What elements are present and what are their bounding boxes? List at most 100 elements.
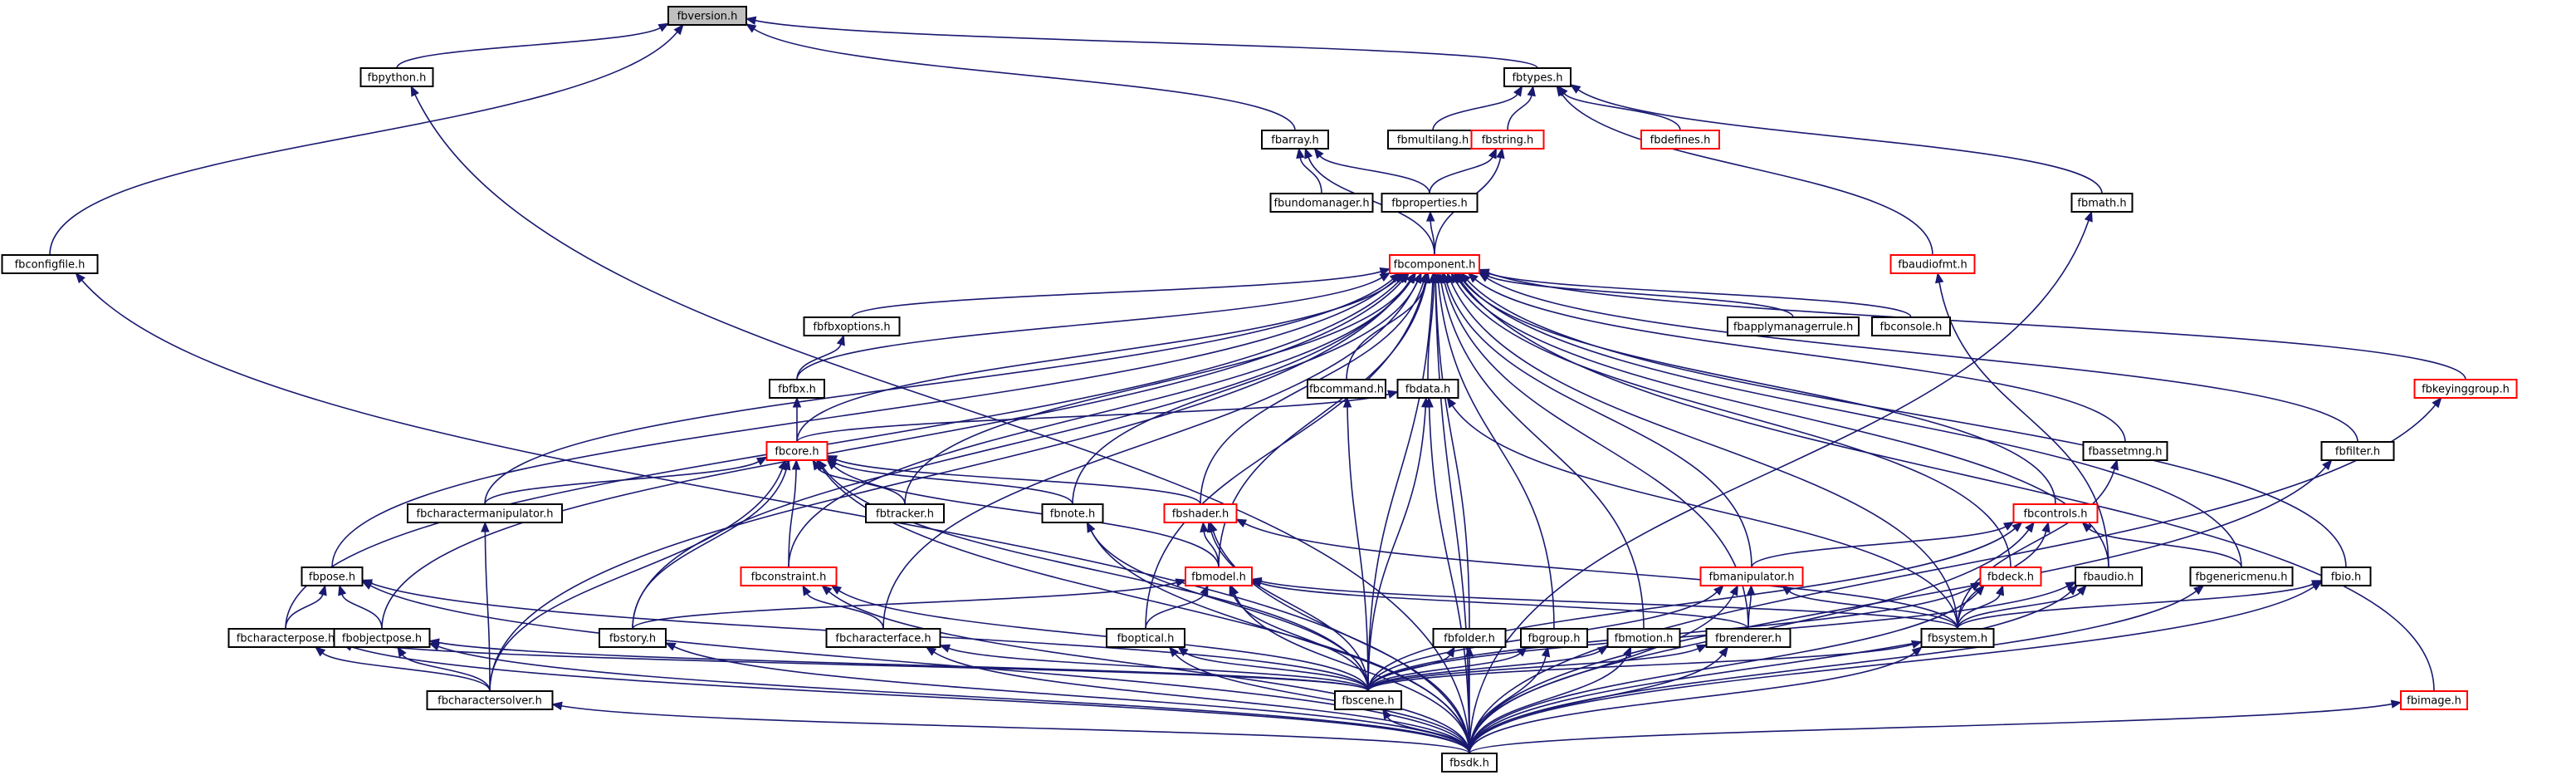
node-box <box>1389 254 1480 274</box>
edge-line <box>1244 522 1958 630</box>
node-fbmotion[interactable]: fbmotion.h <box>1606 628 1681 648</box>
node-fbfbxoptions[interactable]: fbfbxoptions.h <box>803 316 901 336</box>
node-fbmath[interactable]: fbmath.h <box>2070 193 2134 213</box>
edge-line <box>484 460 760 505</box>
node-fbgroup[interactable]: fbgroup.h <box>1520 628 1588 648</box>
node-fbimage[interactable]: fbimage.h <box>2400 690 2468 710</box>
node-label: fbgroup.h <box>1528 633 1581 645</box>
node-fbscene[interactable]: fbscene.h <box>1334 690 1402 710</box>
node-box <box>1705 628 1791 648</box>
node-fbsystem[interactable]: fbsystem.h <box>1920 628 1995 648</box>
node-fbconstraint[interactable]: fbconstraint.h <box>740 567 838 586</box>
node-label: fbobjectpose.h <box>342 633 422 645</box>
edge-fbsdk-to-fbpose <box>361 581 1470 754</box>
node-fbdefines[interactable]: fbdefines.h <box>1640 130 1720 150</box>
node-label: fbdefines.h <box>1650 135 1711 147</box>
node-fbcharactermanipulator[interactable]: fbcharactermanipulator.h <box>407 503 563 523</box>
node-box <box>1269 193 1374 213</box>
node-box <box>1889 254 1976 274</box>
node-box <box>803 316 901 336</box>
node-fbaudiofmt[interactable]: fbaudiofmt.h <box>1889 254 1976 274</box>
node-label: fbversion.h <box>677 11 738 23</box>
edge-fbtracker-to-fbcore <box>812 459 906 505</box>
edge-fbaudiofmt-to-fbtypes <box>1556 85 1933 256</box>
node-fbkeyinggroup[interactable]: fbkeyinggroup.h <box>2413 379 2518 399</box>
edge-fbscene-to-fbcore <box>817 459 1369 692</box>
node-fbtracker[interactable]: fbtracker.h <box>865 503 945 523</box>
node-fbio[interactable]: fbio.h <box>2320 567 2372 586</box>
node-fbobjectpose[interactable]: fbobjectpose.h <box>333 628 431 648</box>
node-box <box>2075 567 2143 586</box>
edge-arrowhead <box>830 585 843 595</box>
node-fbcharactersolver[interactable]: fbcharactersolver.h <box>426 690 554 710</box>
edge-arrowhead <box>1695 644 1708 653</box>
edge-line <box>1469 655 1628 754</box>
node-fbnote[interactable]: fbnote.h <box>1041 503 1104 523</box>
node-fbcharacterpose[interactable]: fbcharacterpose.h <box>227 628 344 648</box>
edge-fbcomponent-to-fbarray <box>1304 147 1435 256</box>
edge-arrowhead <box>2109 459 2119 471</box>
node-fbpython[interactable]: fbpython.h <box>359 67 434 87</box>
node-box <box>825 628 941 648</box>
node-fbstory[interactable]: fbstory.h <box>599 628 667 648</box>
edge-arrowhead <box>2322 459 2333 471</box>
node-fbsdk[interactable]: fbsdk.h <box>1441 753 1498 773</box>
edge-line <box>1367 406 1427 692</box>
edge-fbcore-to-fbfbx <box>792 396 802 442</box>
node-fbstring[interactable]: fbstring.h <box>1470 130 1545 150</box>
edge-line <box>1474 278 2126 443</box>
node-fbshader[interactable]: fbshader.h <box>1163 503 1238 523</box>
node-label: fbconfigfile.h <box>15 259 86 272</box>
edge-arrowhead <box>1086 521 1096 533</box>
edge-line <box>1367 282 1434 692</box>
node-fbfolder[interactable]: fbfolder.h <box>1432 628 1507 648</box>
edge-fbsdk-to-fbrenderer <box>1469 645 1729 754</box>
node-label: fbconstraint.h <box>751 571 827 584</box>
node-fbcore[interactable]: fbcore.h <box>765 441 829 461</box>
node-fbrenderer[interactable]: fbrenderer.h <box>1705 628 1791 648</box>
node-fboptical[interactable]: fboptical.h <box>1106 628 1185 648</box>
node-fbassetmng[interactable]: fbassetmng.h <box>2082 441 2168 461</box>
edge-arrowhead <box>1379 272 1391 282</box>
node-fbcommand[interactable]: fbcommand.h <box>1307 379 1386 399</box>
edge-line <box>673 645 1470 754</box>
node-label: fbpose.h <box>309 571 355 584</box>
node-fbtypes[interactable]: fbtypes.h <box>1503 67 1572 87</box>
node-fbmodel[interactable]: fbmodel.h <box>1185 567 1253 586</box>
node-fbpose[interactable]: fbpose.h <box>301 567 364 586</box>
node-fbgenericmenu[interactable]: fbgenericmenu.h <box>2189 567 2294 586</box>
node-fbaudio[interactable]: fbaudio.h <box>2075 567 2143 586</box>
node-fbproperties[interactable]: fbproperties.h <box>1381 193 1479 213</box>
node-fbcomponent[interactable]: fbcomponent.h <box>1389 254 1480 274</box>
node-fbdata[interactable]: fbdata.h <box>1396 379 1459 399</box>
node-fbconsole[interactable]: fbconsole.h <box>1871 316 1951 336</box>
node-label: fbfilter.h <box>2335 446 2380 459</box>
node-label: fbnote.h <box>1050 508 1096 521</box>
edge-fbimage-to-fbcomponent <box>1454 272 2435 692</box>
edge-line <box>1444 282 1749 630</box>
node-fbdeck[interactable]: fbdeck.h <box>1979 567 2042 586</box>
edge-arrowhead <box>745 23 757 33</box>
edge-line <box>1747 594 1752 630</box>
edge-line <box>1469 703 2393 754</box>
node-fbarray[interactable]: fbarray.h <box>1261 130 1329 150</box>
node-fbundomanager[interactable]: fbundomanager.h <box>1269 193 1374 213</box>
edge-line <box>1319 155 1430 194</box>
edge-fbsystem-to-fbassetmng <box>1957 459 2119 630</box>
edge-line <box>369 585 1470 754</box>
node-fbfilter[interactable]: fbfilter.h <box>2320 441 2395 461</box>
node-fbapplymanagerrule[interactable]: fbapplymanagerrule.h <box>1727 316 1860 336</box>
edge-fbsdk-to-fbio <box>1469 581 2323 754</box>
node-box <box>1470 130 1545 150</box>
node-fbfbx[interactable]: fbfbx.h <box>769 379 825 399</box>
node-fbcharacterface[interactable]: fbcharacterface.h <box>825 628 941 648</box>
node-box <box>769 379 825 399</box>
edge-fbsdk-to-fbfilter <box>1469 459 2333 754</box>
node-fbmultilang[interactable]: fbmultilang.h <box>1387 130 1479 150</box>
edge-arrowhead <box>2390 699 2402 709</box>
node-fbcontrols[interactable]: fbcontrols.h <box>2012 503 2099 523</box>
node-fbconfigfile[interactable]: fbconfigfile.h <box>1 254 99 274</box>
edge-line <box>1462 280 2056 505</box>
node-fbversion[interactable]: fbversion.h <box>667 6 747 26</box>
node-fbmanipulator[interactable]: fbmanipulator.h <box>1699 567 1804 586</box>
